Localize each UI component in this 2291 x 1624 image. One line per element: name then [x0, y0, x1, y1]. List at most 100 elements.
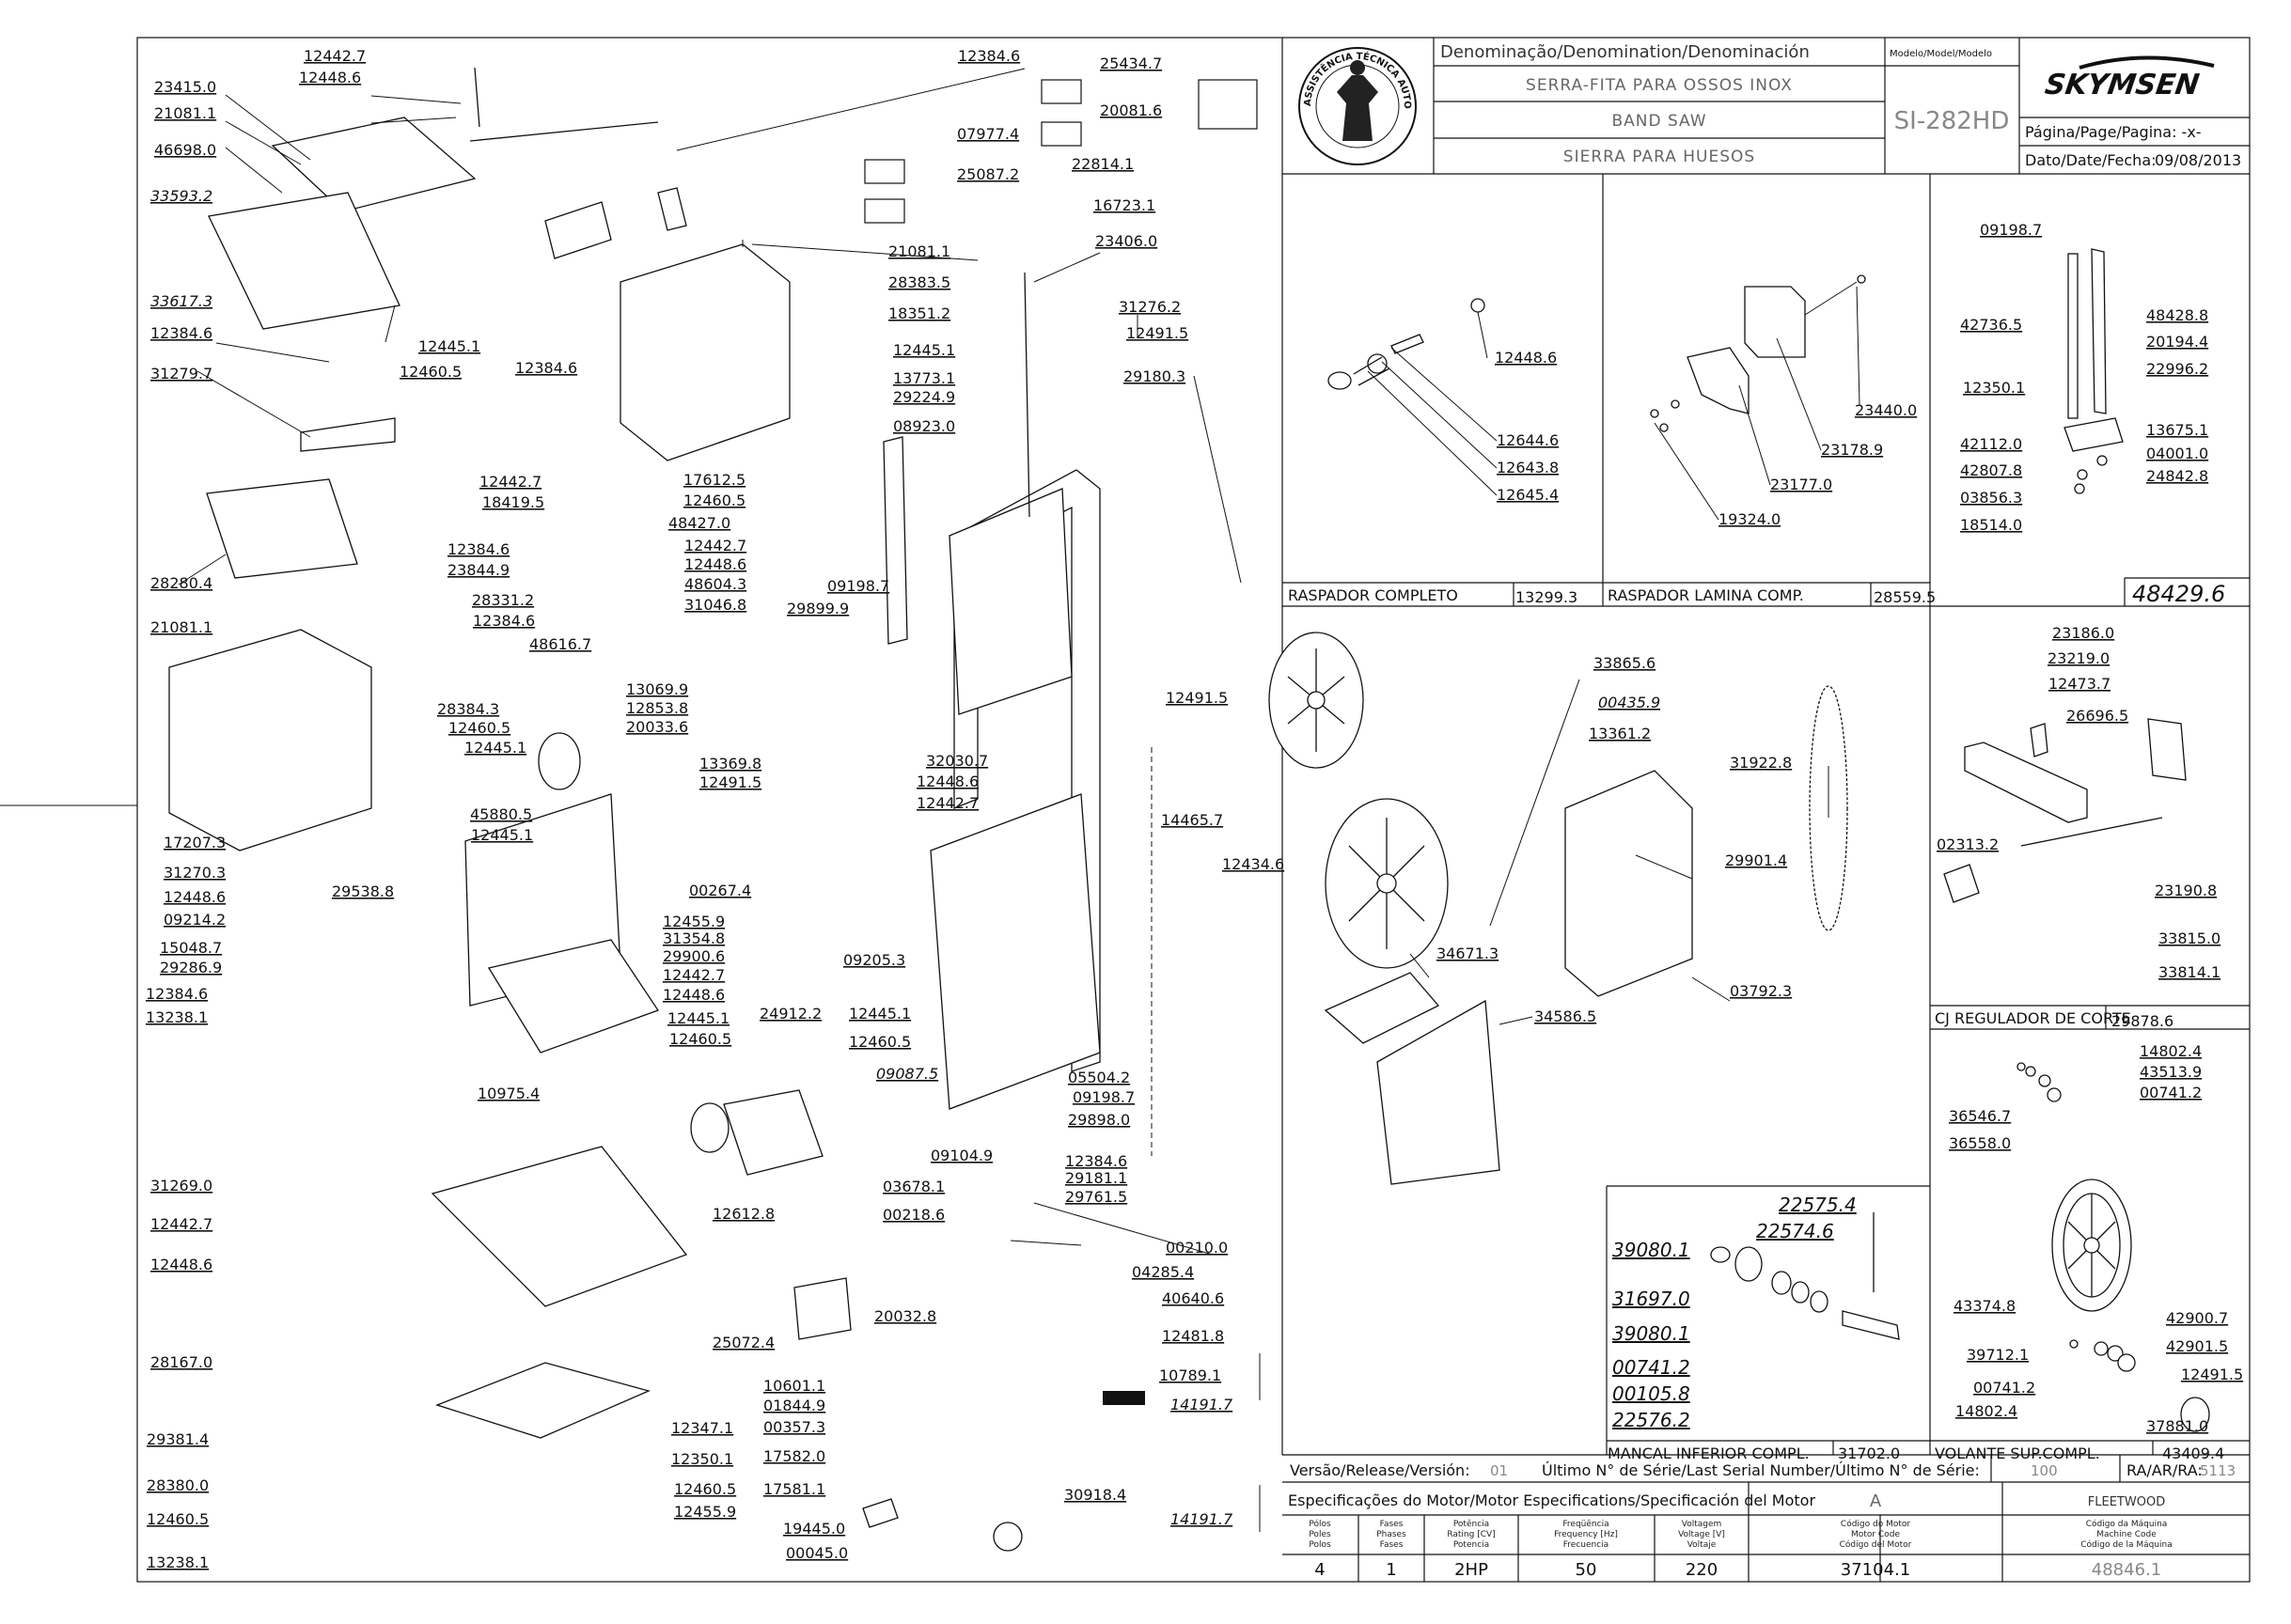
callout: 12460.5 — [448, 719, 510, 737]
callout: 09104.9 — [931, 1147, 993, 1164]
callout: 42901.5 — [2166, 1337, 2228, 1355]
callout: 29761.5 — [1065, 1188, 1127, 1206]
callout: 14465.7 — [1161, 811, 1223, 829]
panel-mancal: MANCAL INFERIOR COMPL. 31702.0 — [1607, 1212, 1930, 1462]
main-assembly-parts — [168, 67, 1848, 1552]
callout: 18514.0 — [1960, 516, 2022, 534]
svg-text:Código del Motor: Código del Motor — [1840, 1539, 1912, 1550]
svg-text:4: 4 — [1314, 1560, 1325, 1580]
callout: 15048.7 — [160, 939, 222, 957]
callout: 14191.7 — [1170, 1396, 1233, 1413]
callout: 42736.5 — [1960, 316, 2022, 334]
svg-text:48846.1: 48846.1 — [2092, 1560, 2161, 1580]
date-label: Dato/Date/Fecha: — [2025, 151, 2157, 169]
release-block: Versão/Release/Versión: 01 Último N° de … — [1282, 1455, 2250, 1582]
callout: 12384.6 — [1065, 1152, 1127, 1170]
callout: 23186.0 — [2052, 624, 2114, 642]
callout: 18419.5 — [482, 493, 544, 511]
subassembly-name: RASPADOR LAMINA COMP. — [1608, 586, 1804, 604]
callout: 12350.1 — [671, 1450, 733, 1468]
callout: 29899.9 — [787, 600, 849, 617]
callout: 00045.0 — [786, 1544, 848, 1562]
lower-wheel-icon — [1325, 798, 1449, 969]
callout: 14191.7 — [1170, 1510, 1233, 1528]
callout: 31697.0 — [1612, 1288, 1690, 1310]
callout: 31922.8 — [1730, 754, 1792, 772]
callout: 34671.3 — [1436, 945, 1499, 962]
callout: 12460.5 — [147, 1510, 209, 1528]
callout: 12384.6 — [150, 324, 212, 342]
callout: 22814.1 — [1072, 155, 1134, 173]
lamina-callouts: 23440.0 23178.9 23177.0 19324.0 — [1718, 401, 1917, 528]
version-label: Versão/Release/Versión: — [1290, 1461, 1470, 1479]
callout: 09198.7 — [1073, 1088, 1135, 1106]
callout: 24912.2 — [760, 1005, 822, 1023]
brand-swoosh-icon — [2079, 55, 2215, 70]
callout: 29181.1 — [1065, 1169, 1127, 1187]
callout: 42807.8 — [1960, 461, 2022, 479]
svg-text:50: 50 — [1576, 1560, 1597, 1580]
callout: 10975.4 — [478, 1085, 540, 1102]
callout: 00741.2 — [1973, 1379, 2035, 1397]
callout: 29538.8 — [332, 882, 394, 900]
callout: 00267.4 — [689, 882, 751, 899]
callout: 23406.0 — [1095, 232, 1157, 250]
callout: 09198.7 — [827, 577, 889, 595]
callout: 12481.8 — [1162, 1327, 1224, 1345]
callout: 03856.3 — [1960, 489, 2022, 507]
callout: 12445.1 — [464, 739, 526, 757]
callout: 31269.0 — [150, 1177, 212, 1195]
callout: 19445.0 — [783, 1520, 845, 1538]
callout: 39712.1 — [1967, 1346, 2029, 1364]
callout: 12384.6 — [515, 359, 577, 377]
callout: 33815.0 — [2158, 929, 2220, 947]
svg-text:Pólos: Pólos — [1309, 1519, 1331, 1529]
callout: 00357.3 — [763, 1418, 825, 1436]
raspador-callouts: 12448.6 12644.6 12643.8 12645.4 — [1495, 349, 1559, 504]
callout: 37881.0 — [2146, 1417, 2208, 1435]
mancal-callouts: 22575.4 22574.6 39080.1 31697.0 39080.1 … — [1612, 1194, 1857, 1431]
brand-logo: SKYMSEN — [2043, 69, 2201, 102]
callout: 42900.7 — [2166, 1309, 2228, 1327]
wheel-icon — [2051, 1179, 2132, 1312]
callout: 12350.1 — [1963, 379, 2025, 397]
callout: 25072.4 — [713, 1334, 775, 1351]
callout: 36558.0 — [1949, 1134, 2011, 1152]
callout: 17207.3 — [164, 834, 226, 851]
callout: 23844.9 — [447, 561, 510, 579]
version-value: 01 — [1490, 1462, 1508, 1479]
callout: 12491.5 — [1126, 324, 1188, 342]
callout: 12448.6 — [150, 1256, 212, 1273]
panel-raspador-completo: RASPADOR COMPLETO 13299.3 — [1282, 298, 1603, 606]
callout: 48604.3 — [684, 575, 746, 593]
callout: 17612.5 — [683, 471, 745, 489]
callout: 21081.1 — [888, 242, 950, 260]
callout: 08923.0 — [893, 417, 955, 435]
name-es: SIERRA PARA HUESOS — [1563, 148, 1755, 166]
callout: 13361.2 — [1589, 725, 1651, 742]
callout: 12460.5 — [849, 1033, 911, 1051]
callout: 12384.6 — [958, 47, 1020, 65]
callout: 20081.6 — [1100, 102, 1162, 119]
callout: 28280.4 — [150, 574, 212, 592]
panel-volante: VOLANTE SUP.COMPL. 43409.4 — [1930, 1062, 2250, 1462]
callout: 31354.8 — [663, 929, 725, 947]
svg-text:Voltaje: Voltaje — [1687, 1540, 1717, 1550]
name-en: BAND SAW — [1611, 112, 1706, 131]
drawing-frame — [0, 37, 2251, 1583]
callout: 09214.2 — [164, 911, 226, 929]
callout: 28331.2 — [472, 591, 534, 609]
callout: 14802.4 — [1955, 1402, 2017, 1420]
callout: 25434.7 — [1100, 55, 1162, 72]
upper-wheel-icon — [1268, 632, 1364, 769]
callout: 31279.7 — [150, 365, 212, 383]
callout: 23415.0 — [154, 78, 216, 96]
callout: 29901.4 — [1725, 851, 1787, 869]
motor-icon — [690, 1089, 824, 1176]
callout: 22576.2 — [1612, 1409, 1690, 1431]
callout: 30918.4 — [1064, 1486, 1126, 1504]
svg-text:Polos: Polos — [1309, 1540, 1331, 1550]
callout: 12460.5 — [674, 1480, 736, 1498]
motor-values: 4 1 2HP 50 220 37104.1 48846.1 — [1314, 1560, 2161, 1580]
callout: 14802.4 — [2140, 1042, 2202, 1060]
